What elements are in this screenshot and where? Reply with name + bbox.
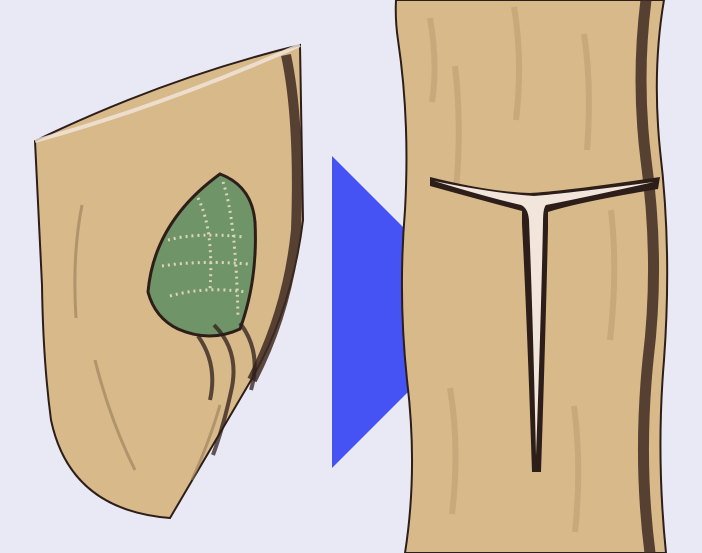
rootstock-trunk: [396, 0, 667, 553]
